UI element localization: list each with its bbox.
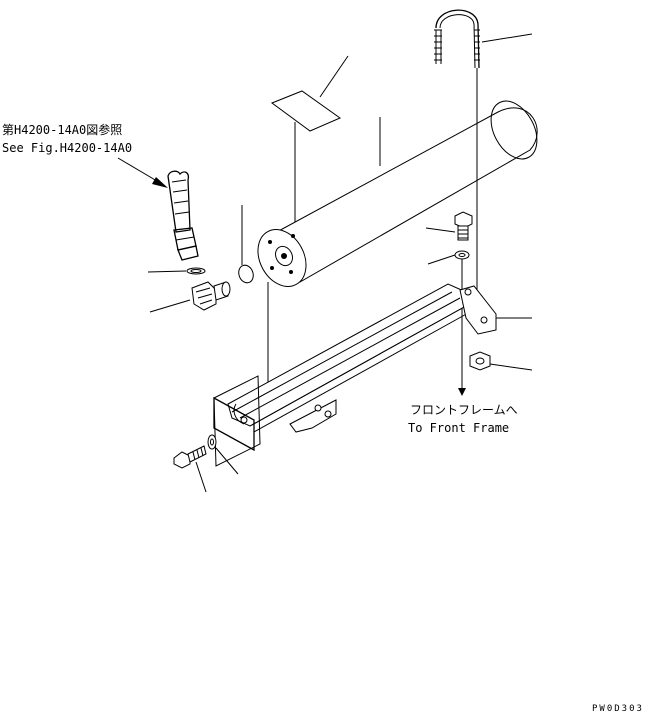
washer-lower [207,434,239,475]
elbow-fitting [191,281,231,311]
o-ring [186,267,206,275]
reference-arrow [117,157,168,188]
leader-o-ring [147,270,187,273]
reference-note-japanese: 第H4200-14A0図参照 [2,122,122,137]
reference-note-english: See Fig.H4200-14A0 [2,141,132,155]
bolt-lower [173,445,207,493]
leader-elbow [149,299,191,313]
j-hook-bolt [434,9,533,318]
direction-note-english: To Front Frame [408,421,509,435]
drawing-code: PW0D303 [592,704,644,714]
hydraulic-hose [167,170,199,261]
direction-note-japanese: フロントフレームへ [410,403,518,417]
decal-label [270,55,349,228]
cylinder-tank [257,100,538,287]
bolt-upper [425,211,473,241]
mounting-bracket [213,283,532,467]
nut-right [469,351,533,371]
washer-upper [427,250,470,396]
